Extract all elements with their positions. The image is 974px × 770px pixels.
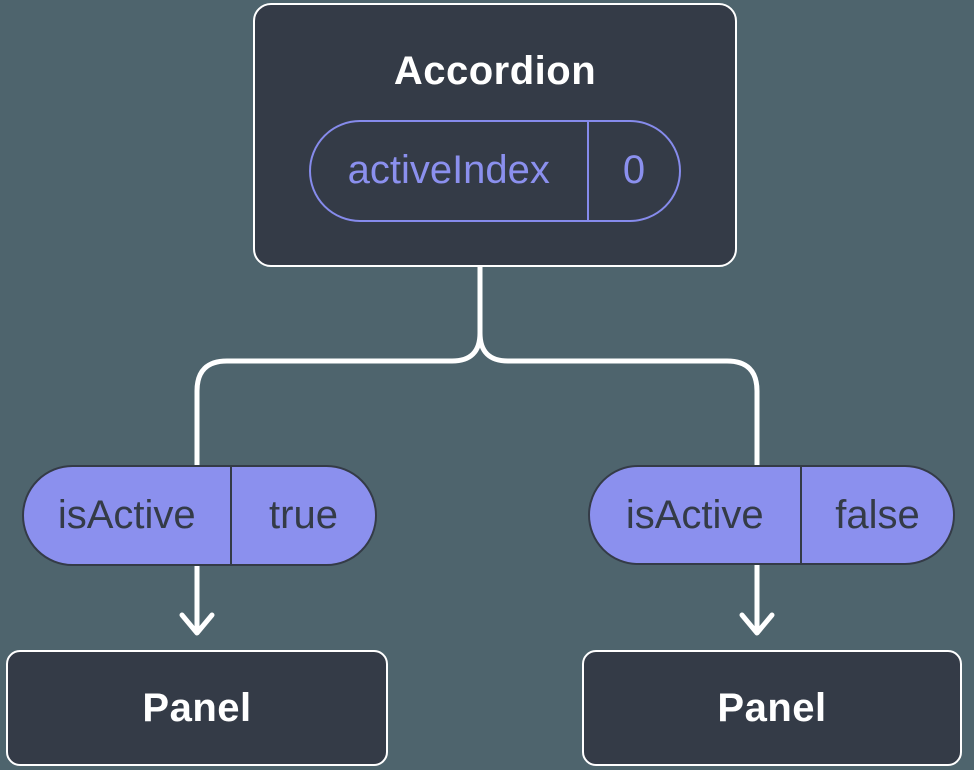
arrowhead-down-right-icon: [739, 612, 775, 636]
connector-right: [477, 263, 760, 631]
state-pill-activeindex: activeIndex 0: [309, 119, 681, 222]
prop-pill-name: isActive: [625, 492, 764, 537]
state-pill-name: activeIndex: [347, 148, 550, 192]
pill-divider: [229, 467, 232, 564]
prop-pill-value: true: [269, 493, 338, 537]
pill-divider: [586, 121, 589, 220]
panel-node-title: Panel: [142, 685, 252, 730]
panel-node-left: Panel: [6, 650, 388, 766]
accordion-node: Accordion activeIndex 0: [253, 3, 737, 267]
prop-pill-isactive-left: isActive true: [22, 465, 377, 566]
arrowhead-down-left-icon: [179, 612, 215, 636]
accordion-node-title: Accordion: [393, 48, 597, 93]
panel-node-title: Panel: [717, 685, 827, 730]
state-pill-value: 0: [622, 148, 646, 192]
panel-node-right: Panel: [582, 650, 962, 766]
pill-divider: [799, 467, 802, 563]
prop-pill-isactive-right: isActive false: [588, 465, 955, 565]
prop-pill-value: false: [835, 492, 920, 537]
connector-left: [194, 263, 483, 631]
prop-pill-name: isActive: [57, 493, 196, 537]
